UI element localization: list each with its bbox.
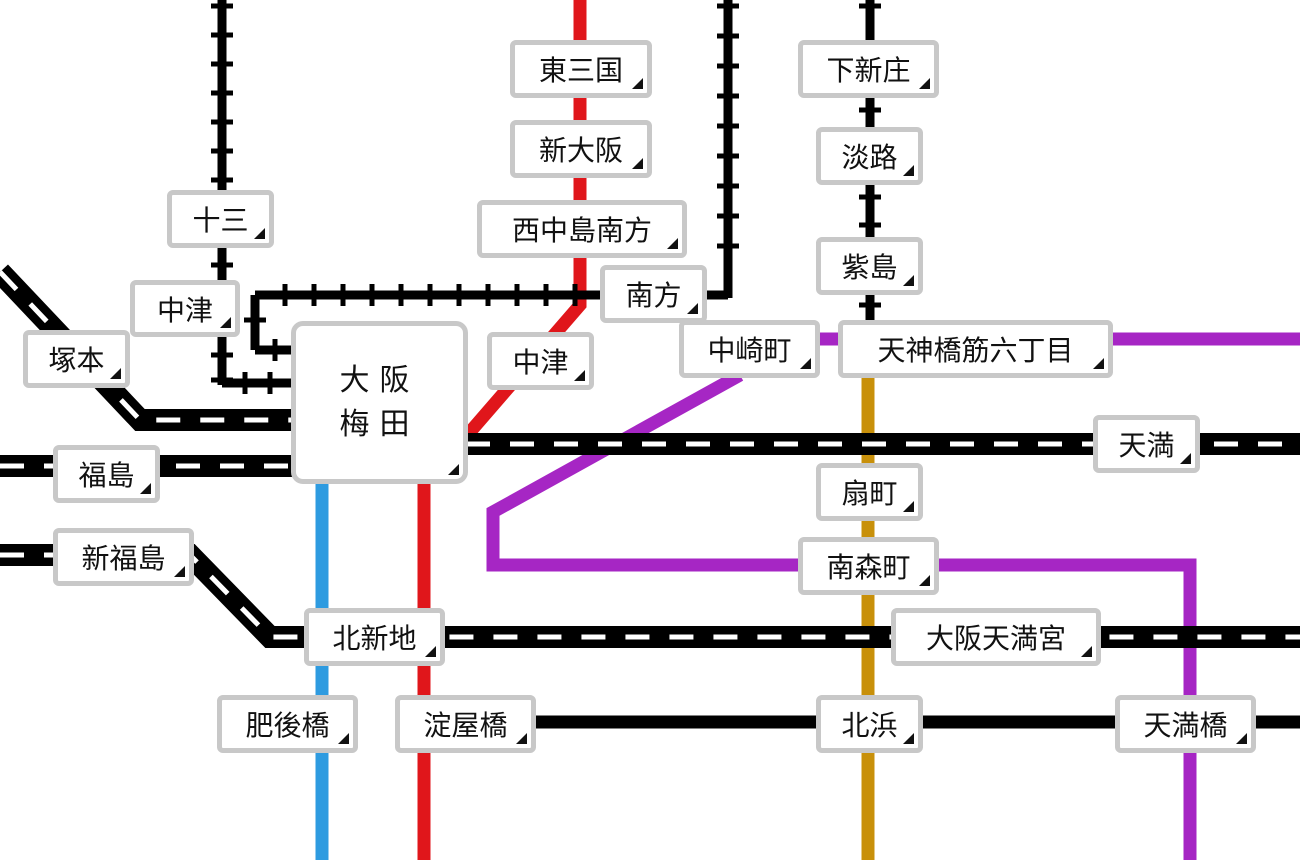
station-minamimorimachi[interactable]: 南森町 — [798, 537, 939, 595]
jr-kobe-line — [0, 264, 300, 431]
station-nakazakicho[interactable]: 中崎町 — [679, 320, 820, 378]
station-tenmabashi[interactable]: 天満橋 — [1115, 695, 1256, 753]
station-tenma[interactable]: 天満 — [1093, 415, 1200, 473]
purple-subway-line-south — [486, 369, 1197, 860]
station-nishinakajima-minamikata[interactable]: 西中島南方 — [477, 200, 687, 258]
station-fukushima[interactable]: 福島 — [53, 445, 160, 503]
station-minamikata[interactable]: 南方 — [600, 265, 707, 323]
station-shimoshinjo[interactable]: 下新庄 — [798, 40, 939, 98]
station-ogimachi[interactable]: 扇町 — [816, 463, 923, 521]
station-higobashi[interactable]: 肥後橋 — [217, 695, 358, 753]
station-saishima[interactable]: 紫島 — [816, 237, 923, 295]
station-kitashinchi[interactable]: 北新地 — [304, 608, 445, 666]
station-awaji[interactable]: 淡路 — [816, 127, 923, 185]
station-shin-fukushima[interactable]: 新福島 — [53, 528, 194, 586]
station-nakatsu-hankyu[interactable]: 中津 — [130, 280, 240, 337]
station-tsukamoto[interactable]: 塚本 — [23, 330, 130, 388]
station-juso[interactable]: 十三 — [167, 190, 274, 248]
station-osaka-tenmangu[interactable]: 大阪天満宮 — [891, 608, 1101, 666]
station-tenjinbashisuji-6[interactable]: 天神橋筋六丁目 — [838, 320, 1113, 378]
station-shin-osaka[interactable]: 新大阪 — [510, 120, 652, 178]
station-nakatsu-midosuji[interactable]: 中津 — [487, 332, 594, 390]
station-osaka-umeda[interactable]: 大阪 梅田 — [291, 321, 468, 484]
rail-ties — [211, 3, 881, 394]
station-umeda-label: 梅田 — [339, 406, 420, 442]
station-yodoyabashi[interactable]: 淀屋橋 — [395, 695, 536, 753]
station-higashi-mikuni[interactable]: 東三国 — [510, 40, 652, 98]
station-kitahama[interactable]: 北浜 — [816, 695, 923, 753]
station-osaka-label: 大阪 — [339, 362, 420, 398]
